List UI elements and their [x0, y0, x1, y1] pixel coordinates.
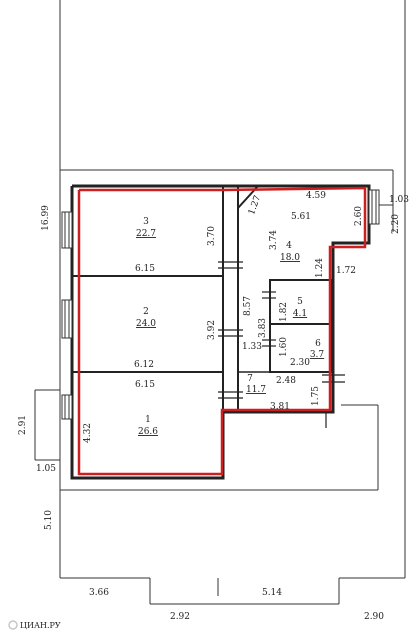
dim-3-92: 3.92	[207, 320, 217, 340]
watermark: ЦИАН.РУ	[8, 620, 61, 630]
room-2-number: 2	[143, 307, 149, 317]
room-7-number: 7	[247, 374, 253, 384]
apartment-outline	[77, 186, 367, 476]
dim-3-81: 3.81	[270, 402, 290, 412]
room-1-number: 1	[145, 415, 151, 425]
room-3-area: 22.7	[136, 229, 156, 239]
dim-1-33: 1.33	[242, 342, 262, 352]
dim-1-24: 1.24	[315, 258, 325, 278]
dim-3-83: 3.83	[258, 318, 268, 338]
dim-2-48: 2.48	[276, 376, 296, 386]
dim-3-74: 3.74	[269, 230, 279, 250]
dim-3-70: 3.70	[207, 226, 217, 246]
dim-5-14: 5.14	[262, 588, 282, 598]
dim-1-82: 1.82	[279, 302, 289, 322]
dim-6-15-mid: 6.15	[135, 380, 155, 390]
room-labels: 3 22.7 2 24.0 1 26.6 4 18.0 5 4.1 6 3.7 …	[136, 217, 324, 437]
dim-1-72: 1.72	[336, 266, 356, 276]
watermark-logo-icon	[8, 620, 18, 630]
room-3-number: 3	[143, 217, 149, 227]
dimension-labels: 4.59 5.61 1.72 6.15 6.12 6.15 1.33 2.30 …	[36, 191, 409, 622]
dim-2-30: 2.30	[290, 358, 310, 368]
room-1-area: 26.6	[138, 427, 158, 437]
room-5-number: 5	[297, 297, 303, 307]
building-context-lines	[34, 0, 406, 605]
dim-16-99: 16.99	[41, 205, 51, 231]
dim-2-92: 2.92	[170, 612, 190, 622]
dim-4-59: 4.59	[306, 191, 326, 201]
dim-6-15-top: 6.15	[135, 264, 155, 274]
dim-6-12: 6.12	[134, 360, 154, 370]
dim-1-27: 1.27	[247, 194, 263, 217]
dim-5-10: 5.10	[44, 510, 54, 530]
door-marks	[218, 261, 345, 428]
room-2-area: 24.0	[136, 319, 156, 329]
room-7-area: 11.7	[246, 385, 266, 395]
walls	[70, 184, 371, 480]
room-4-area: 18.0	[280, 253, 300, 263]
dim-2-91: 2.91	[18, 415, 28, 435]
dim-3-66: 3.66	[89, 588, 109, 598]
watermark-text: ЦИАН.РУ	[20, 621, 61, 630]
dim-2-20: 2.20	[391, 214, 401, 234]
dim-8-57: 8.57	[243, 296, 253, 316]
room-6-number: 6	[315, 339, 321, 349]
windows	[61, 189, 380, 420]
dim-1-60: 1.60	[279, 337, 289, 357]
dim-2-60: 2.60	[354, 206, 364, 226]
dim-4-32: 4.32	[83, 423, 93, 443]
room-6-area: 3.7	[310, 350, 325, 360]
room-4-number: 4	[286, 241, 292, 251]
dim-2-90: 2.90	[364, 612, 384, 622]
room-5-area: 4.1	[293, 309, 307, 319]
dim-1-03: 1.03	[389, 195, 409, 205]
dim-1-05: 1.05	[36, 464, 56, 474]
dim-5-61: 5.61	[291, 212, 311, 222]
dim-1-75: 1.75	[311, 386, 321, 406]
